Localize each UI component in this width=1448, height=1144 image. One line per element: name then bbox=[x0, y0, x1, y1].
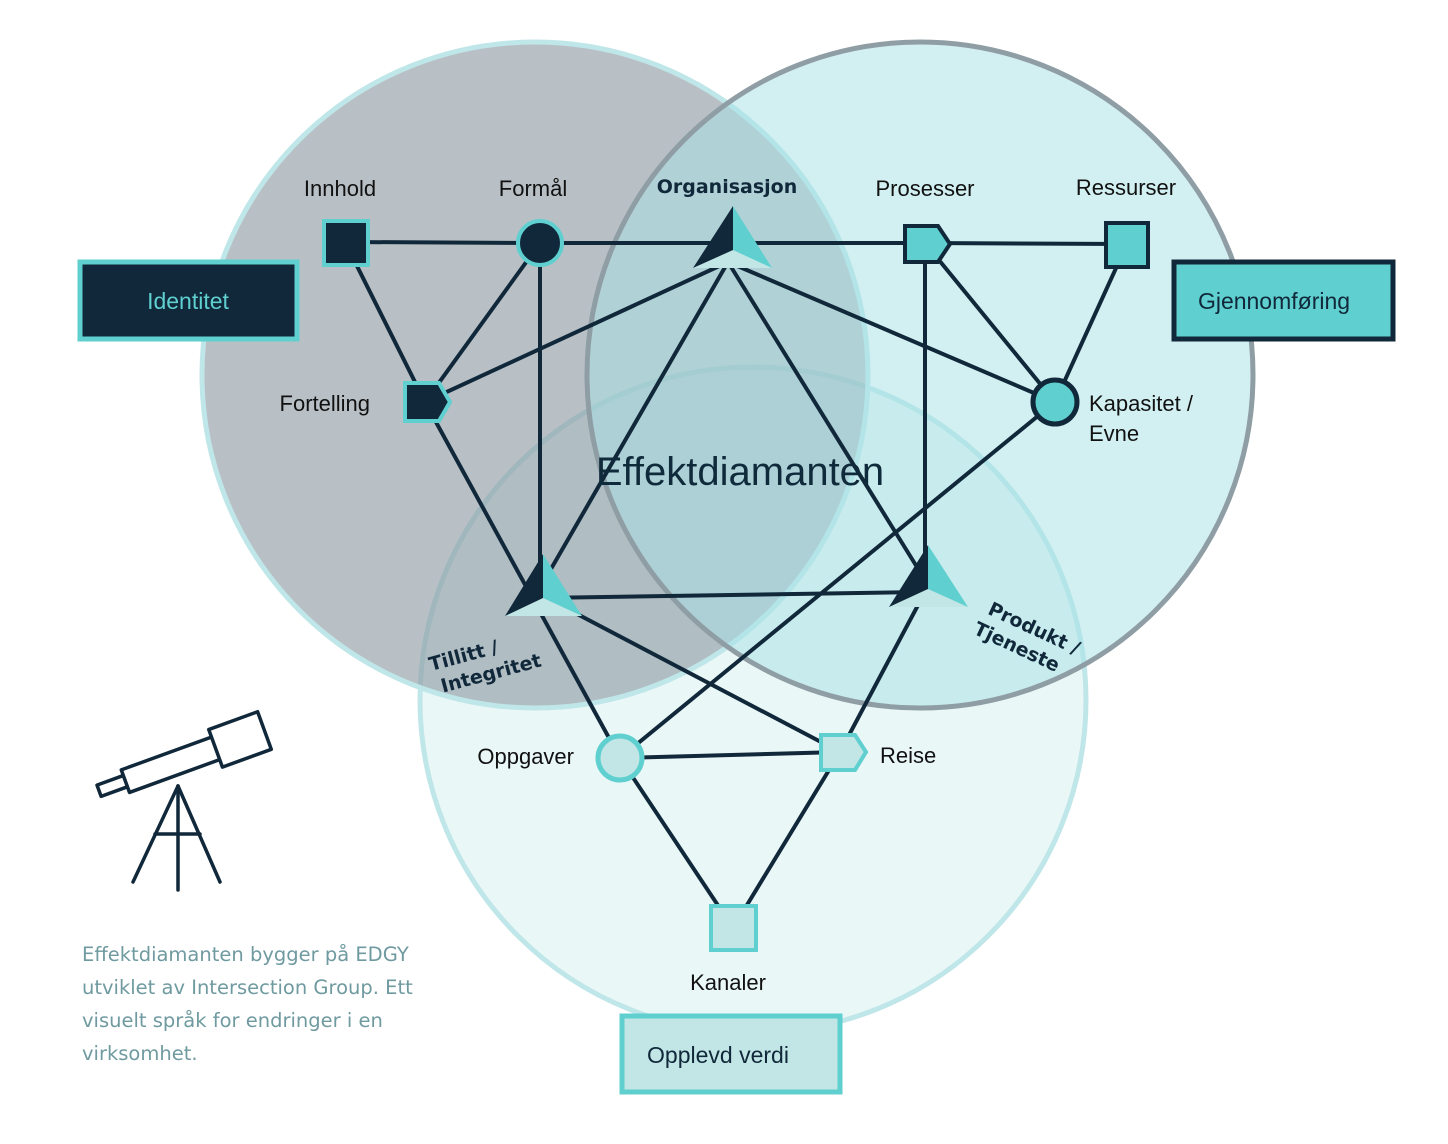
edge-oppgaver-kanaler bbox=[618, 756, 735, 930]
box-gjennomforing: Gjennomføring bbox=[1171, 259, 1396, 342]
diagram-title: Effektdiamanten bbox=[596, 450, 884, 494]
edge-oppgaver-reise bbox=[619, 750, 841, 760]
edge-prosesser-ressurser bbox=[924, 241, 1128, 246]
edge-organisasjon-produkt bbox=[726, 260, 927, 582]
edge-tillit-produkt bbox=[539, 590, 926, 600]
edge-tillit-reise bbox=[559, 603, 841, 754]
edge-kapasitet-oppgaver bbox=[618, 400, 1057, 760]
connection-lines bbox=[343, 240, 1129, 930]
label-kanaler: Kanaler bbox=[690, 970, 766, 995]
box-opplevd-verdi: Opplevd verdi bbox=[619, 1013, 843, 1095]
box-identitet-label: Identitet bbox=[147, 288, 229, 314]
node-prosesser bbox=[903, 224, 953, 264]
box-identitet: Identitet bbox=[77, 259, 300, 342]
node-kanaler bbox=[709, 904, 758, 952]
edge-formal-fortelling bbox=[423, 241, 542, 404]
edge-innhold-fortelling bbox=[343, 241, 427, 403]
edge-fortelling-organisasjon bbox=[424, 260, 729, 404]
node-oppgaver bbox=[595, 733, 645, 783]
label-innhold: Innhold bbox=[304, 176, 376, 201]
telescope-icon bbox=[95, 709, 274, 892]
label-organisasjon: Organisasjon bbox=[657, 176, 798, 198]
venn-circle-execution bbox=[584, 39, 1256, 711]
node-tillit bbox=[505, 554, 582, 616]
edge-innhold-formal bbox=[344, 240, 541, 245]
label-prosesser: Prosesser bbox=[875, 176, 974, 201]
caption-text: Effektdiamanten bygger på EDGY utviklet … bbox=[82, 943, 413, 1065]
node-reise bbox=[819, 733, 869, 772]
edge-organisasjon-kapasitet bbox=[727, 260, 1056, 404]
label-oppgaver: Oppgaver bbox=[477, 744, 574, 769]
box-opplevd-verdi-label: Opplevd verdi bbox=[647, 1042, 789, 1068]
node-ressurser bbox=[1104, 221, 1150, 269]
edge-ressurser-kapasitet bbox=[1053, 243, 1129, 403]
box-gjennomforing-label: Gjennomføring bbox=[1198, 288, 1350, 314]
edge-prosesser-kapasitet bbox=[923, 241, 1057, 404]
node-fortelling bbox=[403, 381, 453, 423]
node-produkt bbox=[889, 545, 968, 607]
label-kapasitet-line2: Evne bbox=[1089, 421, 1139, 446]
edge-fortelling-oppgaver bbox=[423, 401, 622, 759]
edge-reise-kanaler bbox=[731, 750, 842, 930]
label-fortelling: Fortelling bbox=[280, 391, 370, 416]
label-formal: Formål bbox=[499, 176, 567, 201]
node-organisasjon bbox=[693, 206, 772, 268]
label-reise: Reise bbox=[880, 743, 936, 768]
label-ressurser: Ressurser bbox=[1076, 175, 1176, 200]
node-innhold bbox=[322, 219, 370, 267]
label-kapasitet-line1: Kapasitet / bbox=[1089, 391, 1194, 416]
node-kapasitet bbox=[1030, 377, 1080, 427]
edge-organisasjon-tillit bbox=[538, 261, 730, 589]
node-formal bbox=[516, 219, 564, 267]
edge-produkt-reise bbox=[838, 591, 927, 753]
